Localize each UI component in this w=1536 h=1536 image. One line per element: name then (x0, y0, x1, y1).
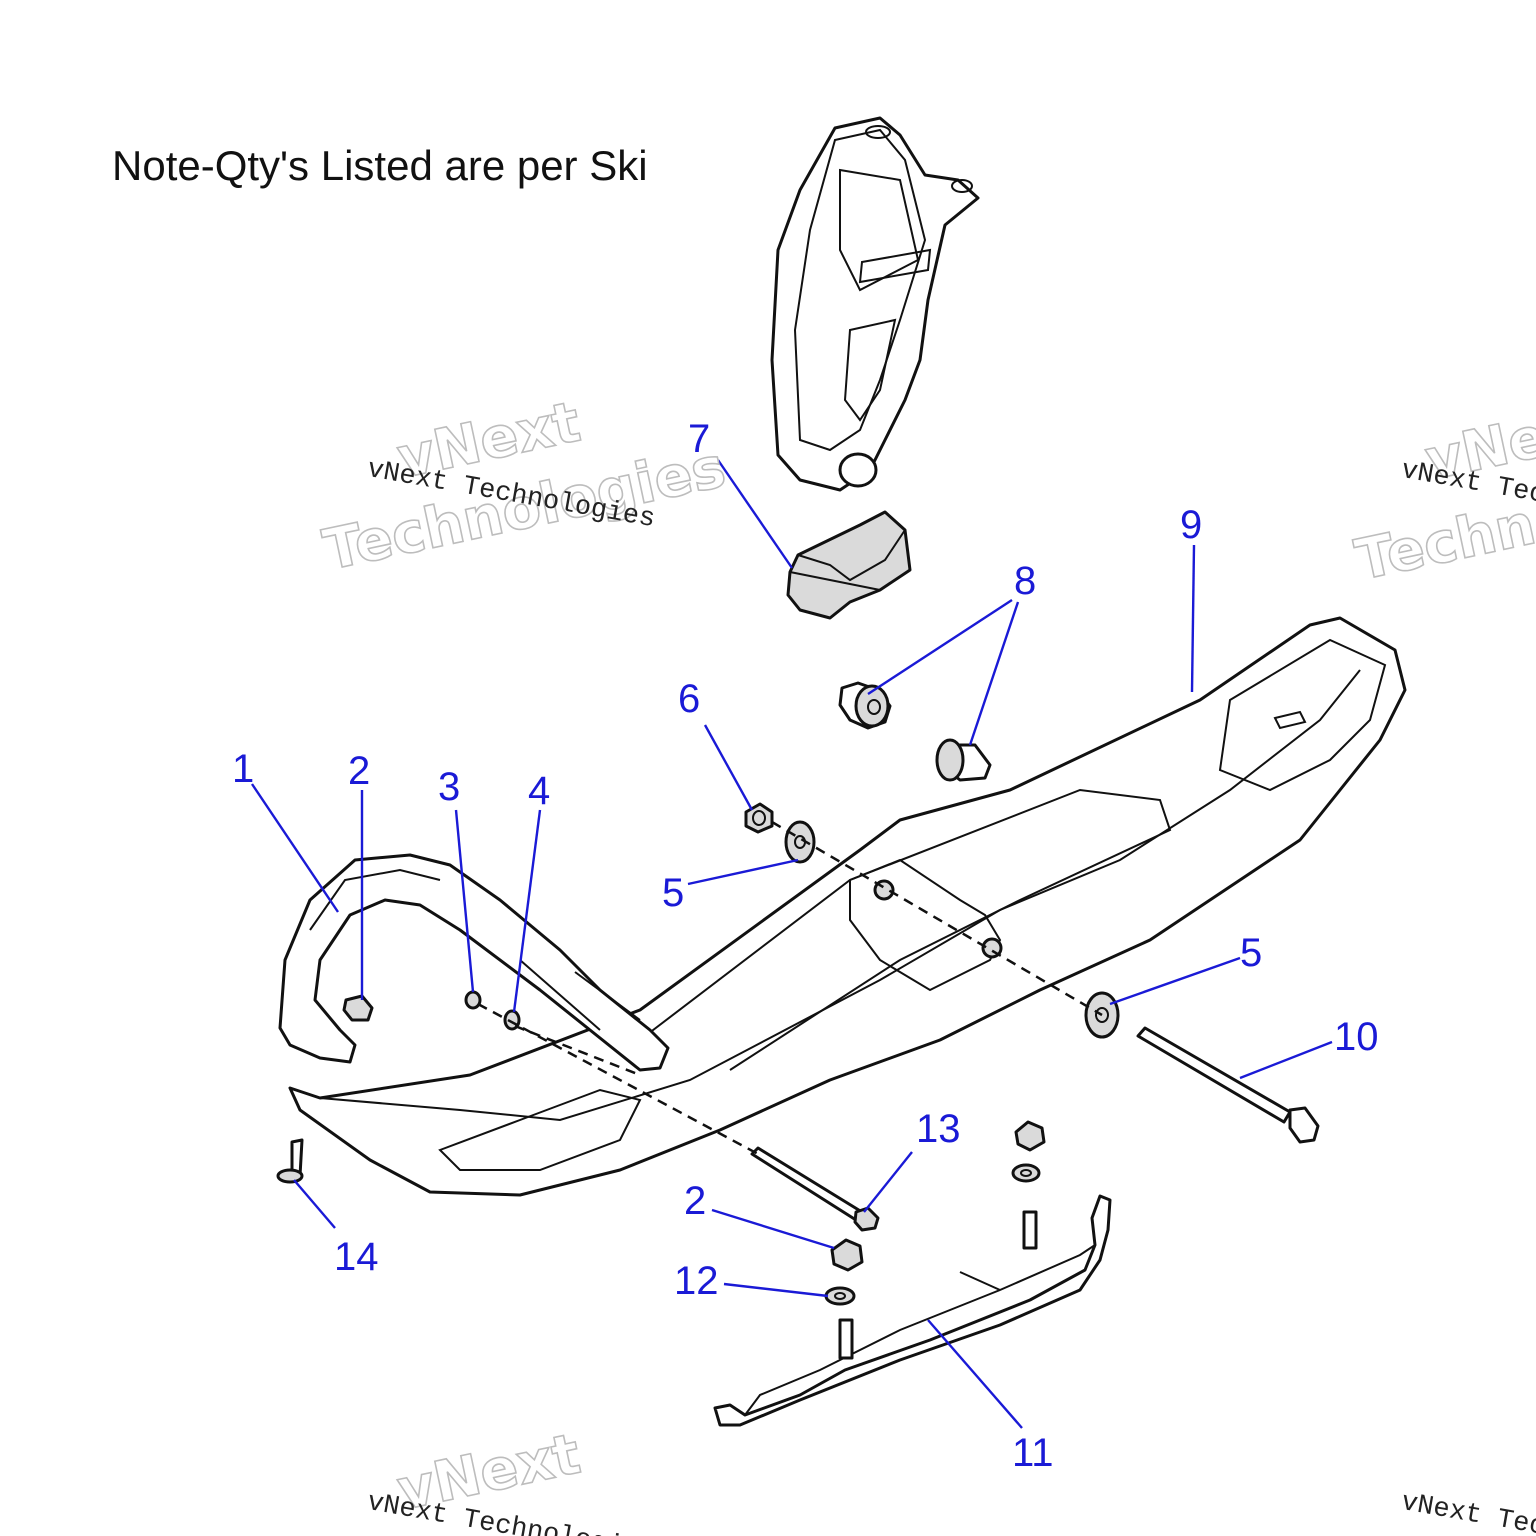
ski-pad-part (786, 510, 912, 620)
callout-2-lower: 2 (684, 1179, 706, 1223)
callout-4: 4 (528, 769, 550, 813)
quantity-note: Note-Qty's Listed are per Ski (112, 142, 648, 189)
leader-lines (251, 459, 1333, 1429)
callout-6: 6 (678, 677, 700, 721)
bushing-parts (838, 681, 992, 782)
lower-fastener-parts (750, 1146, 880, 1306)
assembly-centerlines (477, 820, 1103, 1157)
callout-2-upper: 2 (348, 749, 370, 793)
callout-3: 3 (438, 765, 460, 809)
small-nut-parts (342, 990, 521, 1031)
callout-5-left: 5 (662, 871, 684, 915)
callout-10: 10 (1334, 1015, 1379, 1059)
bolt-part (1136, 1026, 1320, 1144)
ski-body-part (288, 616, 1407, 1197)
callout-5-right: 5 (1240, 931, 1262, 975)
callout-11: 11 (1012, 1431, 1054, 1475)
callout-9: 9 (1180, 503, 1202, 547)
callout-1: 1 (232, 747, 254, 791)
callout-14: 14 (334, 1235, 379, 1279)
callout-13: 13 (916, 1107, 961, 1151)
ski-loop-part (278, 853, 670, 1072)
screw-part (276, 1138, 304, 1184)
callout-8: 8 (1014, 559, 1036, 603)
callout-12: 12 (674, 1259, 719, 1303)
spindle-part (770, 116, 980, 492)
callout-7: 7 (688, 417, 710, 461)
wear-bar-part (713, 1120, 1112, 1427)
callout-labels: 1 2 3 4 5 5 6 7 8 9 10 11 12 13 2 14 (232, 417, 1379, 1475)
